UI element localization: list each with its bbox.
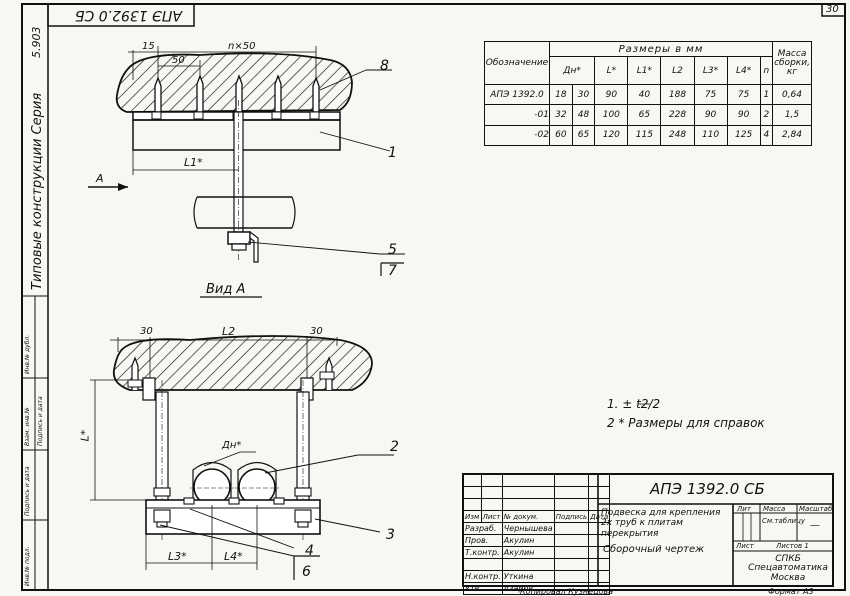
- side-title: Типовые конструкции Серия: [30, 92, 45, 290]
- field-vzam-inv: Взам. инв.№: [24, 407, 31, 446]
- dim-Dn: Дн*: [222, 440, 242, 451]
- dim-L1: L1*: [184, 156, 203, 169]
- arrow-A-label: А: [96, 172, 104, 185]
- format: Формат А3: [768, 587, 814, 596]
- dim-n50: n×50: [228, 41, 256, 52]
- pos-4: 4: [305, 543, 314, 559]
- field-podpis-2: Подпись и дата: [37, 396, 44, 446]
- mass-value: См.таблицу: [762, 517, 806, 525]
- dim-L: L*: [78, 429, 92, 442]
- pos-8: 8: [380, 58, 389, 74]
- col-L: L*: [594, 56, 629, 85]
- pos-1: 1: [388, 145, 397, 161]
- col-L3: L3*: [693, 56, 728, 85]
- dim-30-left: 30: [140, 326, 153, 337]
- title-block-grid: Изм Лист № докум. Подпись Дата Разраб.Че…: [463, 474, 611, 595]
- field-podpis-1: Подпись и дата: [24, 466, 31, 516]
- note-1: 1. ± t2/2: [607, 397, 661, 411]
- dim-50: 50: [172, 55, 185, 66]
- field-inv-podl: Инв.№ подл.: [24, 546, 31, 587]
- dimensions-table: Обозначение Размеры в мм Масса сборки, к…: [484, 41, 812, 147]
- doc-code-rotated: АПЭ 1392.0 СБ: [74, 7, 182, 23]
- header-group: Размеры в мм: [549, 41, 773, 57]
- view-A-label: Вид А: [206, 282, 246, 297]
- scale-label: Масштаб: [799, 505, 833, 513]
- sheet-label: Лист: [736, 542, 754, 550]
- col-L4: L4*: [726, 56, 761, 85]
- doc-type: Сборочный чертеж: [603, 544, 705, 555]
- lit-label: Лит: [737, 505, 751, 513]
- col-n: n: [759, 56, 774, 85]
- mass-label: Масса: [763, 505, 786, 513]
- dim-L4: L4*: [224, 550, 243, 563]
- sheet-number: 30: [826, 4, 839, 15]
- org-name: СПКБ Спецавтоматика Москва: [748, 554, 828, 583]
- dim-L2: L2: [222, 325, 236, 338]
- note-2: 2 * Размеры для справок: [607, 416, 765, 430]
- col-L2: L2: [660, 56, 695, 85]
- col-dn: Дн*: [548, 56, 596, 85]
- title-code: АПЭ 1392.0 СБ: [650, 480, 765, 498]
- dim-30-right: 30: [310, 326, 323, 337]
- pos-5: 5: [388, 242, 397, 258]
- pos-3: 3: [386, 527, 395, 543]
- pos-7: 7: [388, 263, 397, 279]
- pos-6: 6: [302, 564, 311, 580]
- col-massa: Масса сборки, кг: [772, 41, 812, 85]
- title-name: Подвеска для крепления 2х труб к плитам …: [601, 508, 721, 539]
- pos-2: 2: [390, 439, 399, 455]
- dim-L3: L3*: [168, 550, 187, 563]
- scale-value: —: [810, 520, 820, 531]
- sheet-frame: [21, 3, 846, 591]
- col-L1: L1*: [627, 56, 662, 85]
- series-number: 5.903: [30, 26, 43, 59]
- copied-by: Копировал Кузнецова: [520, 587, 614, 596]
- sheets-label: Листов 1: [776, 542, 809, 550]
- slab-top: [115, 52, 353, 113]
- dim-15: 15: [142, 41, 155, 52]
- col-oboznachenie: Обозначение: [484, 41, 550, 85]
- field-inv-dubl: Инв.№ дубл.: [24, 334, 31, 374]
